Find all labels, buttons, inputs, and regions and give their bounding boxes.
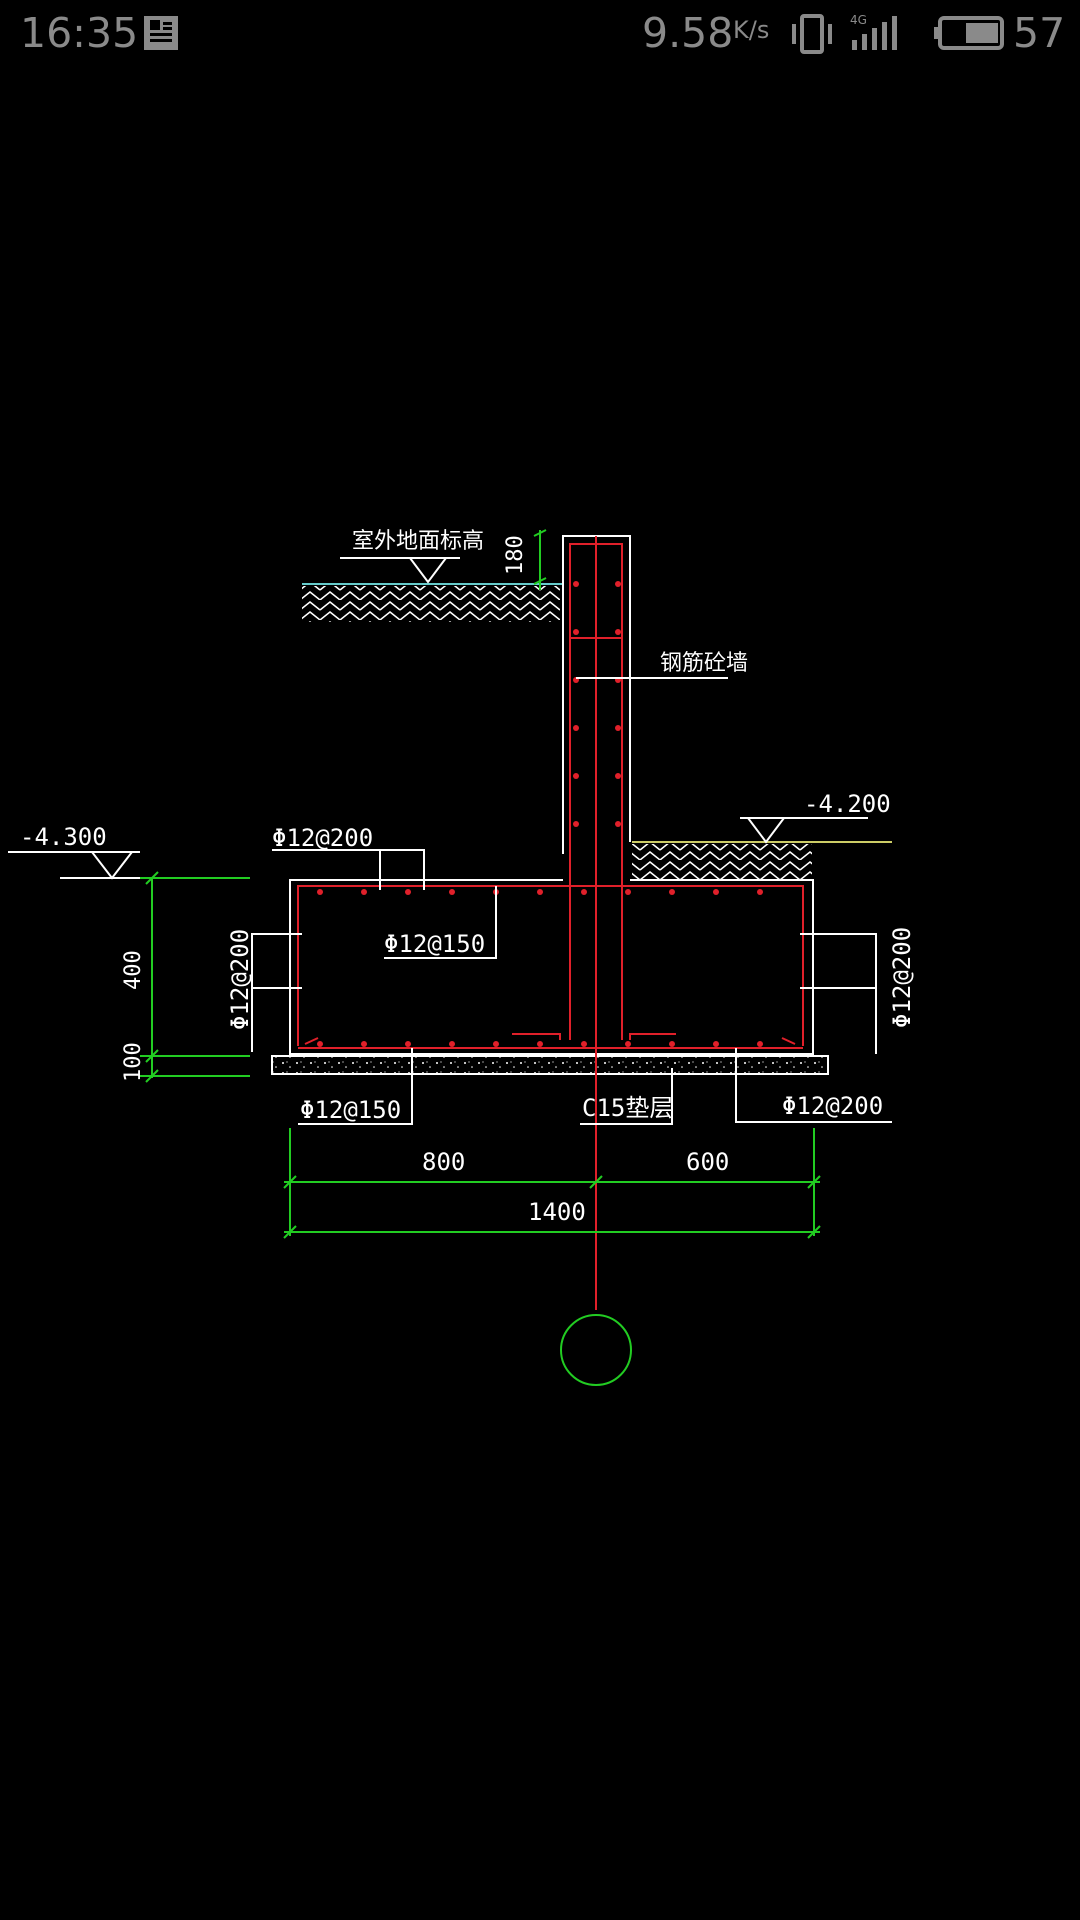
vibrate-icon bbox=[792, 14, 832, 54]
clock: 16:35 bbox=[20, 9, 139, 57]
wall-callout: 钢筋砼墙 bbox=[576, 651, 748, 679]
dim-180: 180 bbox=[503, 529, 547, 590]
cushion-label: C15垫层 bbox=[582, 1094, 673, 1122]
footing-outline bbox=[289, 879, 814, 1055]
rebar-right-label: Φ12@200 bbox=[888, 927, 916, 1028]
rebar-dot bbox=[625, 1041, 631, 1047]
elev-left-label: -4.300 bbox=[20, 823, 107, 851]
notification-doc-icon bbox=[144, 16, 178, 50]
dim-horizontal bbox=[283, 1128, 821, 1239]
elev-right-label: -4.200 bbox=[804, 790, 891, 818]
wall-name-label: 钢筋砼墙 bbox=[660, 651, 748, 676]
rebar-bottom-right-label: Φ12@200 bbox=[782, 1092, 883, 1120]
dim-800-label: 800 bbox=[422, 1148, 465, 1176]
rebar-dot bbox=[537, 889, 543, 895]
rebar-bottom-left-label: Φ12@150 bbox=[300, 1096, 401, 1124]
right-ground-marker: -4.200 bbox=[632, 790, 892, 880]
cushion-layer bbox=[271, 1055, 829, 1075]
rebar-dot bbox=[361, 1041, 367, 1047]
rebar-dot bbox=[361, 889, 367, 895]
rebar-dot bbox=[573, 629, 579, 635]
network-speed: 9.58 bbox=[642, 9, 734, 57]
rebar-dot bbox=[449, 889, 455, 895]
foundation-section-drawing[interactable]: 室外地面标高 180 -4.200 bbox=[0, 66, 1080, 1920]
rebar-dot bbox=[573, 773, 579, 779]
status-bar: 16:35 9.58 K/s 4G 57 bbox=[0, 0, 1080, 66]
rebar-dot bbox=[615, 773, 621, 779]
rebar-dot bbox=[669, 889, 675, 895]
network-speed-unit: K/s bbox=[733, 16, 770, 44]
dim-180-label: 180 bbox=[503, 535, 528, 575]
rebar-top-label: Φ12@200 bbox=[272, 824, 373, 852]
rebar-dot bbox=[405, 1041, 411, 1047]
rebar-dot bbox=[581, 889, 587, 895]
rebar-dot bbox=[615, 581, 621, 587]
rebar-top-callout bbox=[272, 849, 425, 890]
axis-bubble bbox=[560, 1314, 632, 1386]
cushion-callout bbox=[580, 1068, 673, 1125]
rebar-left-label: Φ12@200 bbox=[226, 929, 254, 1030]
rebar-dot bbox=[625, 889, 631, 895]
rebar-dot bbox=[615, 629, 621, 635]
rebar-dot bbox=[713, 1041, 719, 1047]
rebar-dot bbox=[757, 1041, 763, 1047]
cad-drawing-canvas[interactable]: 室外地面标高 180 -4.200 bbox=[0, 66, 1080, 1920]
rebar-dot bbox=[615, 821, 621, 827]
rebar-dot bbox=[449, 1041, 455, 1047]
battery-icon bbox=[934, 16, 1004, 50]
rebar-dot bbox=[317, 1041, 323, 1047]
rebar-left-callout bbox=[251, 933, 302, 1052]
rebar-dot bbox=[537, 1041, 543, 1047]
dim-100-label: 100 bbox=[121, 1042, 146, 1082]
dim-1400-label: 1400 bbox=[528, 1198, 586, 1226]
rebar-right-callout bbox=[800, 933, 877, 1054]
dim-400-label: 400 bbox=[121, 950, 146, 990]
rebar-dot bbox=[713, 889, 719, 895]
outdoor-ground-label: 室外地面标高 bbox=[352, 529, 484, 554]
dim-600-label: 600 bbox=[686, 1148, 729, 1176]
network-type-label: 4G bbox=[850, 13, 867, 27]
rebar-dot bbox=[573, 821, 579, 827]
rebar-dot bbox=[573, 725, 579, 731]
rebar-dot bbox=[757, 889, 763, 895]
rebar-mid-label: Φ12@150 bbox=[384, 930, 485, 958]
rebar-dot bbox=[615, 725, 621, 731]
rebar-bottom-right-callout bbox=[735, 1048, 892, 1123]
dim-left-vertical bbox=[140, 871, 250, 1083]
rebar-dot bbox=[493, 1041, 499, 1047]
rebar-dot bbox=[573, 581, 579, 587]
rebar-dot bbox=[581, 1041, 587, 1047]
rebar-mid-callout bbox=[384, 886, 497, 959]
rebar-dot bbox=[669, 1041, 675, 1047]
signal-icon: 4G bbox=[850, 13, 897, 50]
rebar-dot bbox=[405, 889, 411, 895]
battery-percent: 57 bbox=[1013, 9, 1066, 57]
rebar-bottom-left-callout bbox=[298, 1048, 413, 1125]
rebar-dot bbox=[317, 889, 323, 895]
left-elevation-marker: -4.300 bbox=[8, 823, 250, 880]
outdoor-ground-marker: 室外地面标高 bbox=[302, 529, 562, 622]
